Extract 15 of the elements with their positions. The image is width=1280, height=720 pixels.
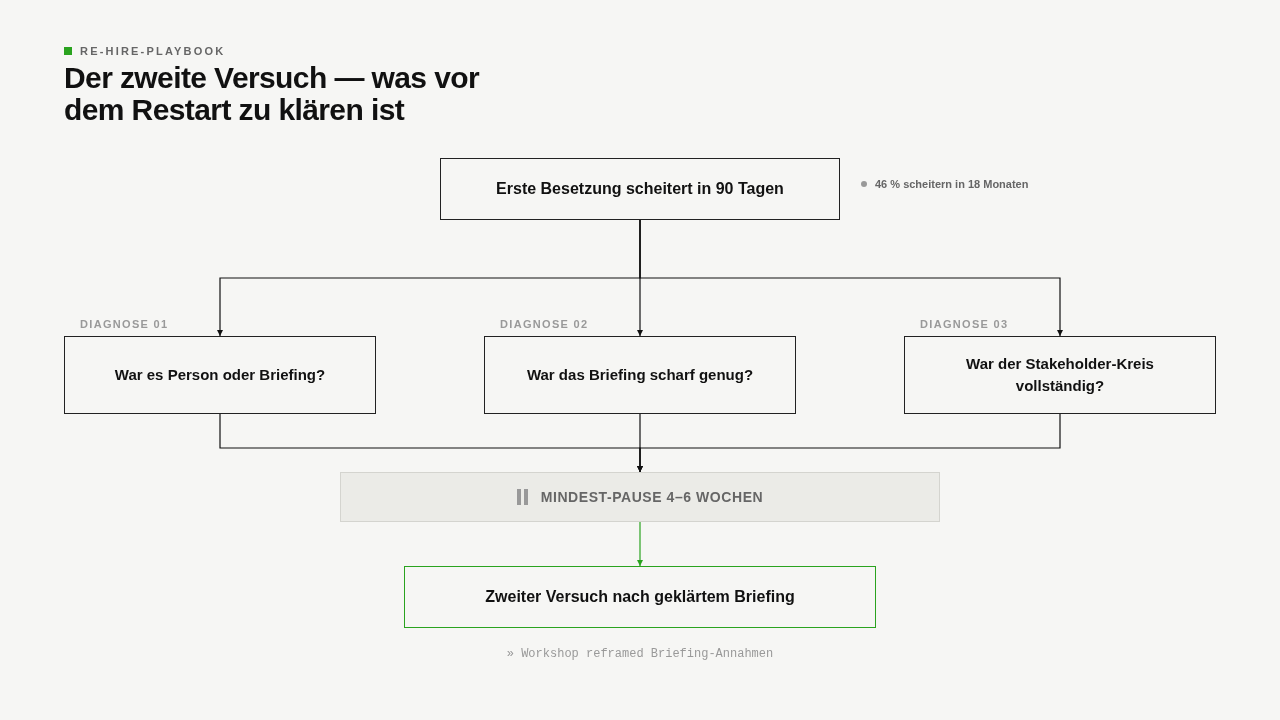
footnote: » Workshop reframed Briefing-Annahmen: [505, 646, 775, 663]
question-box: War das Briefing scharf genug?: [484, 336, 796, 414]
eyebrow-label: RE-HIRE-PLAYBOOK: [80, 44, 226, 59]
question-box: War es Person oder Briefing?: [64, 336, 376, 414]
pause-band: [340, 472, 940, 522]
arrow: [639, 219, 1063, 337]
title: Der zweite Versuch — was vor dem Restart zu klären ist: [64, 62, 481, 126]
pause-label: MINDEST-PAUSE 4–6 WOCHEN: [540, 487, 764, 507]
question-box: War der Stakeholder-Kreis vollständig?: [904, 336, 1216, 414]
arrow: [637, 413, 1061, 473]
arrow: [637, 521, 643, 567]
stat-note: 46 % scheitern in 18 Monaten: [875, 177, 1029, 192]
diagnosis-heading: DIAGNOSE 02: [500, 317, 589, 332]
diagnosis-heading: DIAGNOSE 01: [80, 317, 169, 332]
diagnosis-heading: DIAGNOSE 03: [920, 317, 1009, 332]
